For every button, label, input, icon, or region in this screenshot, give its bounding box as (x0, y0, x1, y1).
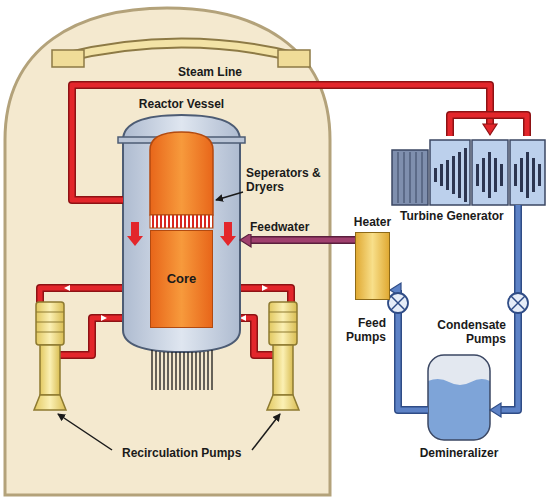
part-label: Seperators & Dryers (246, 166, 324, 194)
leader-line (252, 414, 280, 450)
arrow-head (490, 403, 501, 417)
heater-box: Heater (355, 232, 390, 300)
turbine-generator: Turbine Generator (392, 135, 545, 205)
pipe-line (249, 238, 355, 243)
demineralizer: Demineralizer (428, 355, 490, 440)
pipe-label: Feedwater (247, 220, 312, 234)
node-heading: Demineralizer (420, 446, 499, 460)
crane-trolley (278, 50, 310, 67)
generator (392, 150, 428, 205)
node-text: Core (167, 272, 197, 286)
pipe-line (72, 85, 490, 200)
generator-ribs (398, 152, 422, 203)
crane-beam (62, 43, 300, 58)
demineralizer-water (428, 379, 490, 440)
demineralizer-outline (428, 355, 490, 440)
turbine-blades (434, 148, 541, 202)
feed-pump-symbol (388, 293, 408, 313)
separators-dryers (150, 132, 213, 215)
pipe-line (249, 236, 355, 244)
leader-line (216, 192, 243, 200)
node-heading: Heater (354, 215, 391, 229)
pipe-line (72, 85, 490, 200)
arrow-head (240, 233, 251, 247)
condensate-pump-symbol (508, 293, 528, 313)
core-box: Core (150, 230, 213, 328)
pump-label: Feed Pumps (342, 316, 386, 344)
pipe-label: Steam Line (175, 65, 245, 79)
reactor-vessel-shell (123, 115, 240, 352)
arrow-head (483, 124, 497, 135)
turbine-casing (430, 140, 545, 205)
steam-manifold (450, 115, 527, 136)
pump-label: Condensate Pumps (432, 318, 506, 346)
pipe-connector (240, 233, 355, 247)
crane-trolley (52, 50, 84, 67)
crane-beam (62, 43, 300, 58)
core-grid (150, 215, 213, 228)
node-heading: Reactor Vessel (139, 97, 224, 111)
control-rod-drives (152, 350, 212, 390)
pipe-connector (72, 85, 497, 200)
node-heading: Turbine Generator (400, 209, 504, 223)
leader-line (58, 414, 112, 450)
reactor-vessel: Reactor VesselCore (123, 115, 240, 352)
pump-label: Recirculation Pumps (122, 446, 241, 460)
